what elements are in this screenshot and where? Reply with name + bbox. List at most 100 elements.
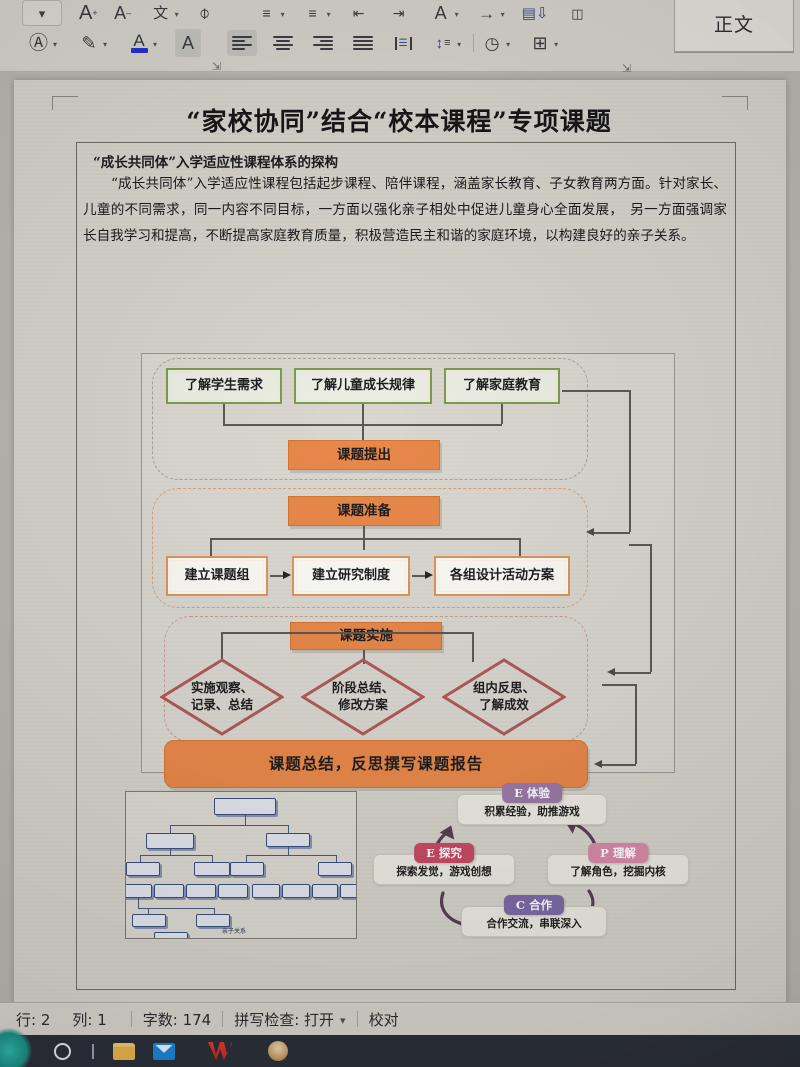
- character-border-caret-icon[interactable]: ▾: [53, 39, 58, 49]
- flow-diamond-1-shape: [300, 658, 426, 736]
- font-color-caret-icon[interactable]: ▾: [153, 39, 158, 49]
- bullet-list-icon[interactable]: ≡: [262, 5, 271, 21]
- increase-indent-icon[interactable]: ⇥: [392, 5, 405, 21]
- section-subheading: “成长共同体”入学适应性课程体系的探构: [93, 155, 339, 171]
- mindmap-link-l2b: [288, 825, 289, 833]
- status-word-count[interactable]: 字数: 174: [142, 1010, 212, 1029]
- numbered-list-caret-icon[interactable]: ▾: [326, 9, 331, 19]
- flow-feedback-line-1-top: [562, 390, 630, 392]
- highlight-caret-icon[interactable]: ▾: [103, 39, 108, 49]
- flow-diamond-1-label: 阶段总结、 修改方案: [301, 658, 425, 736]
- bullet-list-caret-icon[interactable]: ▾: [280, 9, 285, 19]
- user-avatar-icon[interactable]: [258, 1035, 298, 1067]
- borders-caret-icon[interactable]: ▾: [554, 39, 559, 49]
- mindmap-link-l2b-down: [288, 847, 289, 855]
- flow-feedback-arrow-3: [594, 760, 602, 768]
- flow-arrow-step0-step1: [283, 571, 291, 579]
- mindmap-node-l6: [154, 932, 188, 938]
- crop-mark-top-left: [52, 96, 78, 110]
- taskbar: [0, 1035, 800, 1067]
- flow-line-prep-stem: [363, 526, 365, 550]
- borders-icon[interactable]: ⊞: [532, 33, 548, 53]
- project-flowchart: 了解学生需求 了解儿童成长规律 了解家庭教育 课题提出 课题准备 建立: [141, 353, 675, 788]
- show-paragraph-marks-icon[interactable]: →: [478, 3, 496, 23]
- align-center-icon[interactable]: [269, 30, 297, 56]
- mindmap-node-l4-4: [252, 884, 280, 898]
- mail-icon[interactable]: [144, 1035, 184, 1067]
- sort-icon[interactable]: ▤⇩: [521, 4, 549, 22]
- flow-line-impl-center: [363, 650, 365, 664]
- eepc-cycle-diagram: E 体验 积累经验，助推游戏 P 理解 了解角色，挖掘内核 C 合作 合作交流，…: [373, 783, 689, 943]
- flow-line-prep-left: [210, 538, 212, 556]
- decrease-font-size-icon[interactable]: A–: [114, 3, 132, 23]
- document-canvas[interactable]: “家校协同”结合“校本课程”专项课题 “成长共同体”入学适应性课程体系的探构 “…: [0, 72, 800, 1002]
- task-view-icon[interactable]: [82, 1035, 104, 1067]
- distribute-icon[interactable]: ☰: [389, 30, 417, 56]
- flow-line-in2-down: [501, 404, 503, 424]
- flow-line-step1-step2: [412, 575, 426, 577]
- mindmap-link-l3b1: [246, 855, 247, 862]
- font-color-icon[interactable]: A: [127, 29, 151, 57]
- flow-feedback-line-3-bottom: [602, 764, 636, 766]
- wps-office-icon[interactable]: [200, 1035, 240, 1067]
- align-left-glyph: [232, 36, 253, 50]
- flow-line-impl-right: [472, 632, 474, 662]
- flow-diamond-1-line1: 阶段总结、 修改方案: [332, 680, 394, 712]
- cortana-search-icon[interactable]: [42, 1035, 82, 1067]
- cycle-badge-cooperation: C 合作: [503, 895, 565, 915]
- flow-line-step0-step1: [270, 575, 284, 577]
- align-right-icon[interactable]: [309, 30, 337, 56]
- character-border-icon[interactable]: Ⓐ: [29, 32, 49, 54]
- justify-icon[interactable]: [349, 30, 377, 56]
- decrease-indent-icon[interactable]: ⇤: [352, 5, 365, 21]
- status-row-indicator[interactable]: 行: 2: [16, 1010, 51, 1029]
- phonetic-guide-icon[interactable]: 文: [153, 4, 169, 22]
- mindmap-link-lvl3a: [140, 855, 212, 856]
- flow-feedback-line-3-top: [602, 684, 636, 686]
- shading-caret-icon[interactable]: ▾: [506, 39, 511, 49]
- line-spacing-caret-icon[interactable]: ▾: [457, 39, 462, 49]
- mindmap-link-l3a1: [140, 855, 141, 862]
- align-right-glyph: [313, 36, 334, 50]
- toolbar-divider: [473, 34, 475, 52]
- align-center-glyph: [273, 36, 294, 50]
- spell-check-caret-icon[interactable]: ▾: [340, 1014, 346, 1027]
- font-group-expand-icon[interactable]: ▾: [22, 0, 62, 26]
- style-gallery[interactable]: 正文: [674, 0, 794, 52]
- increase-font-size-icon[interactable]: A+: [79, 2, 98, 24]
- document-page[interactable]: “家校协同”结合“校本课程”专项课题 “成长共同体”入学适应性课程体系的探构 “…: [14, 80, 786, 1002]
- status-spell-check[interactable]: 拼写检查: 打开: [234, 1010, 335, 1029]
- paragraph-dialog-launcher-icon[interactable]: ⇲: [622, 63, 632, 75]
- text-effects-caret-icon[interactable]: ▾: [454, 9, 459, 19]
- mindmap-node-l4-3: [218, 884, 248, 898]
- ruler-icon[interactable]: ◫: [571, 5, 584, 21]
- mindmap-link-l3b2: [336, 855, 337, 862]
- curriculum-mindmap: 亲子关系: [125, 791, 357, 939]
- font-dialog-launcher-icon[interactable]: ⇲: [212, 61, 222, 73]
- text-effects-icon[interactable]: A: [434, 3, 447, 23]
- flow-feedback-line-2-top: [629, 544, 651, 546]
- shading-color-icon[interactable]: ◷: [484, 33, 500, 53]
- text-highlight-color-icon[interactable]: ✎: [81, 33, 97, 53]
- phonetic-guide-caret-icon[interactable]: ▾: [174, 9, 179, 19]
- numbered-list-icon[interactable]: ≡: [308, 5, 317, 21]
- justify-glyph: [353, 36, 374, 50]
- flow-diamond-2-label: 组内反思、 了解成效: [442, 658, 566, 736]
- mindmap-link-root-down: [245, 815, 246, 825]
- status-proofread[interactable]: 校对: [368, 1010, 399, 1029]
- flow-node-step-2: 各组设计活动方案: [434, 556, 570, 596]
- line-spacing-icon[interactable]: ↕≡: [435, 34, 451, 52]
- status-column-indicator[interactable]: 列: 1: [72, 1010, 107, 1029]
- flow-diamond-2: 组内反思、 了解成效: [441, 658, 567, 736]
- paragraph-marks-caret-icon[interactable]: ▾: [500, 9, 505, 19]
- mindmap-link-lvl2: [170, 825, 288, 826]
- status-bar: 行: 2 列: 1 字数: 174 拼写检查: 打开 ▾ 校对: [0, 1002, 800, 1035]
- align-left-icon[interactable]: [227, 30, 258, 56]
- mindmap-root: [214, 798, 276, 815]
- clear-formatting-icon[interactable]: ⌽: [198, 2, 211, 24]
- text-box-icon[interactable]: A: [175, 29, 202, 57]
- mindmap-node-l2-0: [146, 833, 194, 849]
- file-explorer-icon[interactable]: [104, 1035, 144, 1067]
- flow-diamond-0-shape: [159, 658, 285, 736]
- crop-mark-top-right: [722, 96, 748, 110]
